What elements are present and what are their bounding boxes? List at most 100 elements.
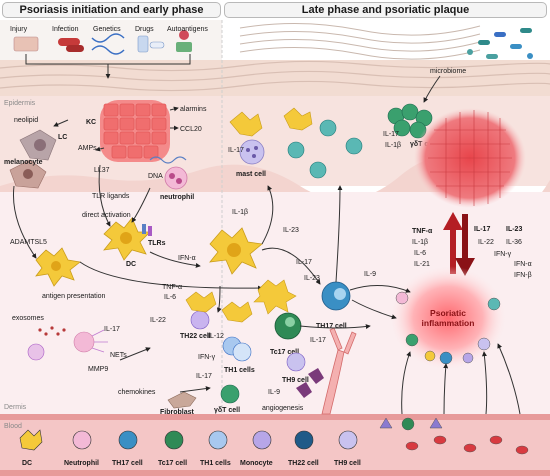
il17-fib-label: IL-17 (196, 373, 212, 380)
cytokine-left-4: IL-21 (414, 261, 430, 268)
dna-label: DNA (148, 173, 163, 180)
il9-th9-label: IL-9 (268, 389, 280, 396)
autoantigens-icon (179, 30, 189, 40)
alarmins-label: alarmins (180, 106, 207, 113)
legend-th9-icon (338, 430, 358, 450)
plaque-cells (428, 110, 512, 206)
chemokines-label: chemokines (118, 389, 156, 396)
epidermis-label: Epidermis (4, 100, 36, 107)
dermis-label: Dermis (4, 404, 27, 411)
legend-label-monocyte: Monocyte (240, 460, 273, 467)
mmp9-label: MMP9 (88, 366, 108, 373)
ll37-label: LL37 (94, 167, 110, 174)
infection-icon (58, 38, 80, 46)
trigger-label-4: Drugs (135, 26, 154, 33)
legend-label-th9: TH9 cell (334, 460, 361, 467)
cytokine-right-2: IL-23 (506, 226, 522, 233)
nets-neutrophil (73, 329, 108, 353)
th17-cell (321, 281, 351, 311)
cytokine-left-1: TNF-α (412, 228, 433, 235)
lc-label: LC (58, 134, 67, 141)
right-flow-arrows (119, 185, 521, 415)
legend-tc17-icon (164, 430, 184, 450)
tlrs-label: TLRs (148, 240, 166, 247)
melanocyte-cell (9, 159, 47, 189)
drugs-icon (137, 35, 149, 53)
trigger-label-2: Infection (52, 26, 79, 33)
left-panel-title: Psoriasis initiation and early phase (2, 2, 221, 18)
mast-cell-label: mast cell (236, 171, 266, 178)
ifng-th1-label: IFN-γ (198, 354, 216, 361)
il23-left-label: IL-23 (283, 227, 299, 234)
il17-gd-label: IL-17 (383, 131, 399, 138)
il17-nets-label: IL-17 (104, 326, 120, 333)
legend-label-tc17: Tc17 cell (158, 460, 187, 467)
keratinocyte-cluster (100, 100, 170, 162)
trigger-icons (13, 30, 192, 55)
th1-cells-label: TH1 cells (224, 367, 255, 374)
direct-activation-label: direct activation (82, 212, 131, 219)
stratum-corneum-fibers (239, 22, 481, 60)
legend-dc-icon (19, 429, 43, 451)
legend-monocyte-icon (252, 430, 272, 450)
il9-label: IL-9 (364, 271, 376, 278)
dendritic-cell-antigen (35, 247, 81, 287)
langerhans-small-right (229, 107, 313, 137)
il1b-left-label: IL-1β (232, 209, 248, 216)
langerhans-cell (19, 129, 57, 161)
neutrophil-label: neutrophil (160, 194, 194, 201)
cytokine-right-5: IFN-γ (494, 251, 512, 258)
il23-th17-label: IL-23 (304, 275, 320, 282)
cytokine-right-4: IL-36 (506, 239, 522, 246)
neolipid-label: neolipid (14, 117, 38, 124)
tnfa-th22-label: TNF-α (162, 284, 182, 291)
legend-th22-icon (294, 430, 314, 450)
th22-cell-label: TH22 cell (180, 333, 211, 340)
legend-label-dc: DC (22, 460, 32, 467)
microbiome-label: microbiome (430, 68, 466, 75)
plaque-feedback-arrows (443, 212, 475, 276)
cytokine-right-6: IFN-α (514, 261, 532, 268)
blood-label: Blood (4, 423, 22, 430)
cytokine-right-1: IL-17 (474, 226, 490, 233)
dendritic-cell-left (103, 217, 151, 261)
th9-cell (286, 352, 306, 372)
tc17-cell (274, 312, 302, 340)
blood-layer (0, 414, 550, 476)
legend-label-neutrophil: Neutrophil (64, 460, 99, 467)
injury-icon (13, 36, 39, 52)
gd-t-cell-bottom (220, 384, 240, 404)
fibroblast-label: Fibroblast (160, 409, 195, 416)
tlr-icon (142, 224, 152, 236)
genetics-icon (91, 33, 125, 55)
il22-th22-label: IL-22 (150, 317, 166, 324)
nets-label: NETs (110, 352, 127, 359)
ccl20-label: CCL20 (180, 126, 202, 133)
il17-th17-label: IL-17 (296, 259, 312, 266)
neutrophil-top (164, 166, 188, 190)
purple-cells-vessel (296, 368, 324, 398)
th9-cell-label: TH9 cell (282, 377, 309, 384)
legend-label-th17: TH17 cell (112, 460, 143, 467)
inflammation-glow (390, 266, 506, 370)
ifn-alpha-dc-label: IFN-α (178, 255, 196, 262)
antigen-presentation-label: antigen presentation (42, 293, 106, 300)
fibroblast-cell (167, 391, 197, 409)
dc-label: DC (126, 261, 136, 268)
il17-mast-label: IL-17 (228, 147, 244, 154)
kc-label: KC (86, 119, 96, 126)
trigger-label-5: Autoantigens (167, 26, 208, 33)
cytokine-right-3: IL-22 (478, 239, 494, 246)
gd-cell-bottom-label: γδT cell (214, 407, 240, 414)
th1-cell (221, 301, 253, 362)
right-panel-title: Late phase and psoriatic plaque (224, 2, 547, 18)
dna-icon (149, 156, 187, 164)
legend-label-th22: TH22 cell (288, 460, 319, 467)
legend-th17-icon (118, 430, 138, 450)
il1b-gd-label: IL-1β (385, 142, 401, 149)
exosome-dots (38, 326, 66, 336)
tc17-cell-label: Tc17 cell (270, 349, 299, 356)
legend-label-th1: TH1 cells (200, 460, 231, 467)
